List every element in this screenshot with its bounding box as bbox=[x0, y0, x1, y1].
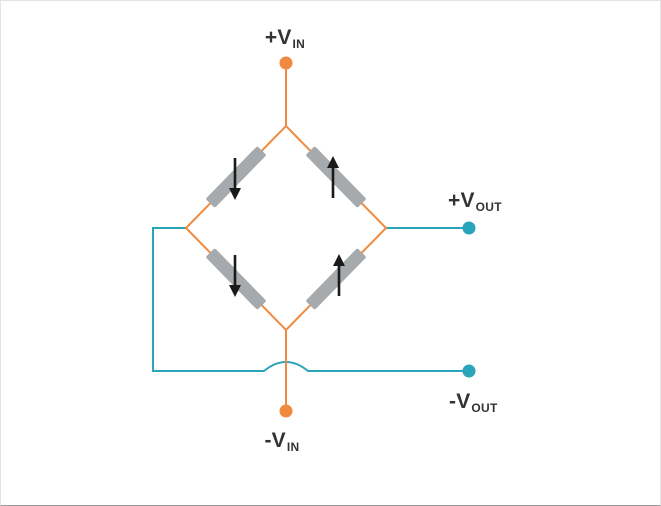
arrow-head bbox=[229, 188, 241, 200]
arrow-head bbox=[333, 254, 345, 266]
vout-pos-terminal-dot bbox=[462, 221, 476, 235]
arrow-head bbox=[327, 156, 339, 168]
vout-neg-label-sub: OUT bbox=[471, 401, 498, 415]
vout-pos-label: +VOUT bbox=[448, 189, 502, 214]
vout-neg-terminal-dot bbox=[462, 364, 476, 378]
arrow-down-top-left-icon bbox=[229, 158, 241, 200]
vin-pos-label-sub: IN bbox=[292, 37, 306, 51]
vin-neg-label: -VIN bbox=[264, 429, 299, 454]
arrow-head bbox=[229, 285, 241, 297]
excitation-wires bbox=[184, 63, 388, 411]
vout-neg-label: -VOUT bbox=[449, 390, 498, 415]
gauge-bottom-right bbox=[306, 248, 366, 310]
arrow-up-bottom-right-icon bbox=[333, 254, 345, 296]
bridge-diamond bbox=[184, 124, 388, 332]
vin-neg-label-sub: IN bbox=[286, 440, 300, 454]
terminal-dots bbox=[279, 56, 476, 418]
vout-pos-label-sub: OUT bbox=[475, 200, 502, 214]
vout-pos-label-main: +V bbox=[448, 189, 475, 212]
vin-pos-label-main: +V bbox=[264, 26, 292, 49]
gauge-top-right bbox=[306, 146, 366, 208]
vin-pos-terminal-dot bbox=[279, 56, 293, 70]
vin-neg-label-main: -V bbox=[264, 429, 286, 452]
vout-neg-wire bbox=[152, 227, 469, 372]
vin-pos-label: +VIN bbox=[265, 26, 305, 51]
output-wires bbox=[152, 227, 469, 372]
strain-arrows bbox=[229, 156, 345, 297]
vin-neg-terminal-dot bbox=[279, 404, 293, 418]
vout-neg-label-main: -V bbox=[449, 390, 471, 413]
arrow-up-top-right-icon bbox=[327, 156, 339, 198]
arrow-down-bottom-left-icon bbox=[229, 255, 241, 297]
